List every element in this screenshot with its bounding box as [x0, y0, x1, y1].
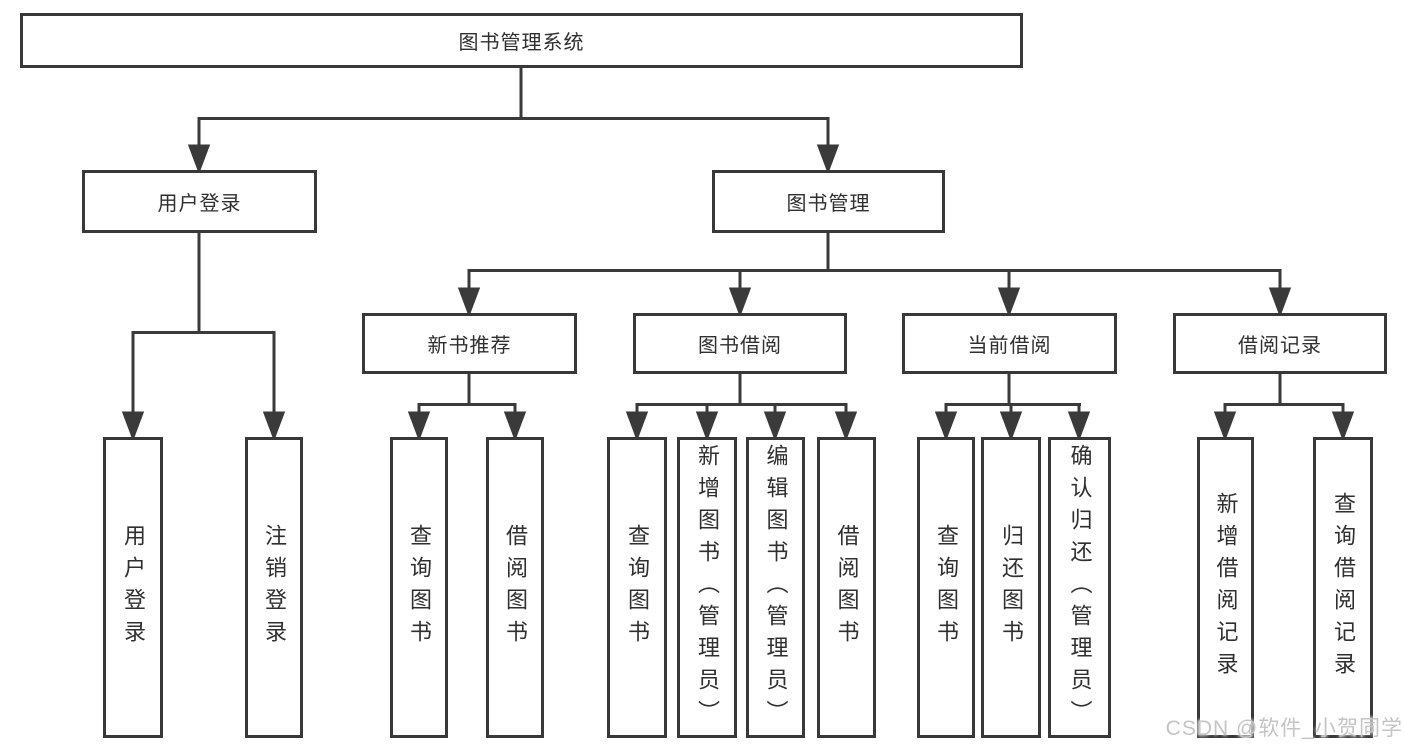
- node-book-management: 图书管理: [712, 170, 945, 233]
- arrowhead: [1213, 411, 1237, 442]
- leaf-add-borrow-record: 新增借阅记录: [1197, 437, 1254, 738]
- node-book-borrow: 图书借阅: [633, 313, 847, 374]
- arrowhead: [763, 411, 787, 442]
- leaf-query-books-current: 查询图书: [917, 437, 975, 738]
- leaf-borrow-books-recommend: 借阅图书: [486, 437, 544, 738]
- arrowhead: [728, 287, 752, 318]
- arrowhead: [999, 411, 1023, 442]
- arrowhead: [695, 411, 719, 442]
- arrowhead: [187, 144, 211, 175]
- arrowhead: [407, 411, 431, 442]
- leaf-add-books-admin: 新增图书（管理员）: [677, 437, 737, 738]
- leaf-borrow-books: 借阅图书: [817, 437, 876, 738]
- arrowhead: [121, 411, 145, 442]
- leaf-query-books-borrow: 查询图书: [607, 437, 667, 738]
- leaf-user-login: 用户登录: [103, 437, 163, 738]
- node-library-system: 图书管理系统: [20, 13, 1023, 68]
- leaf-return-books: 归还图书: [981, 437, 1041, 738]
- leaf-query-books-recommend: 查询图书: [390, 437, 448, 738]
- leaf-query-borrow-record: 查询借阅记录: [1313, 437, 1373, 738]
- watermark: CSDN @软件_小贺同学: [1165, 717, 1403, 740]
- arrowhead: [457, 287, 481, 318]
- arrowhead: [934, 411, 958, 442]
- arrowhead: [625, 411, 649, 442]
- node-user-login: 用户登录: [82, 170, 317, 233]
- leaf-logout-login: 注销登录: [245, 437, 303, 738]
- arrowhead: [816, 144, 840, 175]
- leaf-confirm-return-admin: 确认归还（管理员）: [1048, 437, 1111, 738]
- arrowhead: [997, 287, 1021, 318]
- arrowhead: [503, 411, 527, 442]
- node-new-book-recommend: 新书推荐: [362, 313, 577, 374]
- arrowhead: [1067, 411, 1091, 442]
- arrowhead: [1268, 287, 1292, 318]
- arrowhead: [834, 411, 858, 442]
- arrowhead: [262, 411, 286, 442]
- leaf-edit-books-admin: 编辑图书（管理员）: [746, 437, 805, 738]
- node-borrow-record: 借阅记录: [1173, 313, 1387, 374]
- node-current-borrow: 当前借阅: [902, 313, 1117, 374]
- arrowhead: [1331, 411, 1355, 442]
